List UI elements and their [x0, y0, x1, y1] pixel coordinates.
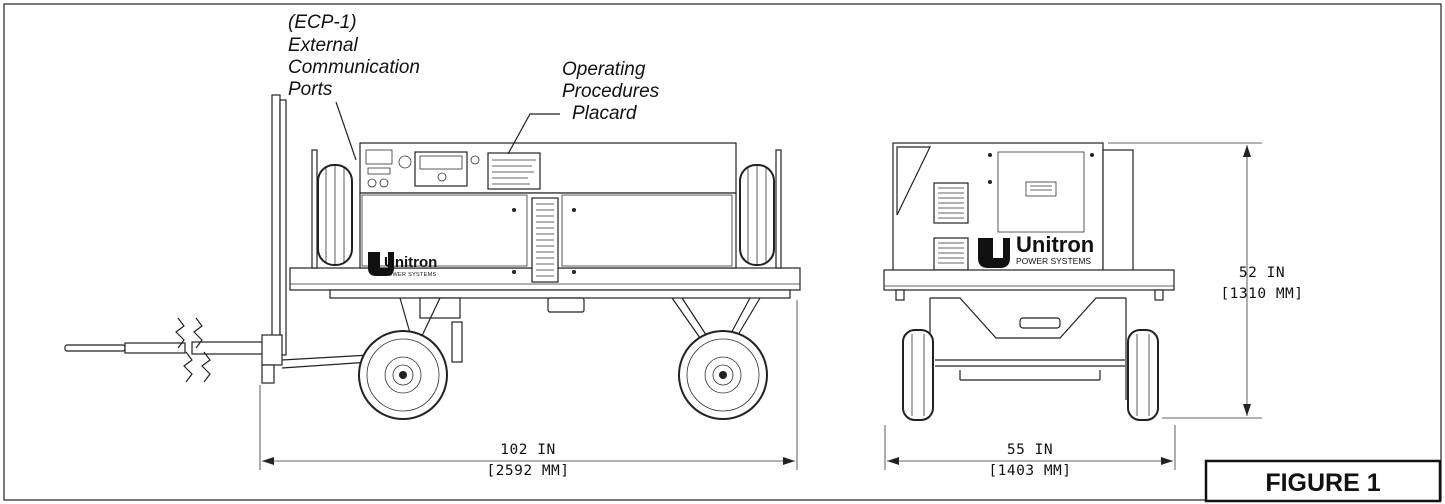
side-view: Unitron POWER SYSTEMS	[64, 94, 801, 420]
width-mm-label: [1403 MM]	[988, 463, 1071, 479]
length-mm-label: [2592 MM]	[486, 463, 569, 479]
figure-label-box: FIGURE 1	[1204, 459, 1442, 503]
callout-ecp: (ECP-1) External Communication Ports	[288, 12, 420, 161]
rear-vent-upper	[933, 182, 969, 224]
brand-name-side: Unitron	[384, 254, 437, 271]
ecp-label-line1: (ECP-1)	[288, 12, 357, 33]
brand-sub-side: POWER SYSTEMS	[384, 272, 437, 278]
height-mm-label: [1310 MM]	[1220, 286, 1303, 302]
dimension-height: 52 IN [1310 MM]	[1108, 142, 1303, 419]
ecp-label-line2: External	[288, 35, 358, 56]
tow-bar	[64, 94, 371, 384]
placard-label-line1: Operating	[562, 59, 646, 80]
gpu-cabinet-side: Unitron POWER SYSTEMS	[359, 142, 737, 283]
wheel-front	[358, 330, 448, 420]
rear-vent-lower	[933, 237, 969, 271]
length-in-label: 102 IN	[500, 442, 555, 458]
figure-label: FIGURE 1	[1265, 469, 1380, 497]
placard-label-line2: Procedures	[562, 81, 660, 102]
rear-view: Unitron POWER SYSTEMS	[883, 142, 1175, 421]
dimension-length: 102 IN [2592 MM]	[259, 300, 798, 479]
brand-sub-rear: POWER SYSTEMS	[1016, 256, 1091, 266]
placard-leader-line	[507, 113, 560, 155]
spare-tire-left	[311, 149, 353, 269]
rear-wheel-right	[1127, 329, 1159, 421]
width-in-label: 55 IN	[1007, 442, 1053, 458]
ecp-leader-line	[335, 101, 357, 161]
wheel-rear	[678, 330, 768, 420]
placard-label-line3: Placard	[572, 103, 638, 124]
callout-placard: Operating Procedures Placard	[507, 59, 660, 155]
drawing-frame	[3, 3, 1442, 501]
rear-wheel-left	[902, 329, 934, 421]
height-in-label: 52 IN	[1239, 265, 1285, 281]
ecp-label-line3: Communication	[288, 57, 420, 78]
dimension-width: 55 IN [1403 MM]	[884, 425, 1176, 479]
ecp-label-line4: Ports	[288, 79, 333, 100]
spare-tire-right	[739, 149, 782, 269]
brand-name-rear: Unitron	[1016, 232, 1094, 257]
